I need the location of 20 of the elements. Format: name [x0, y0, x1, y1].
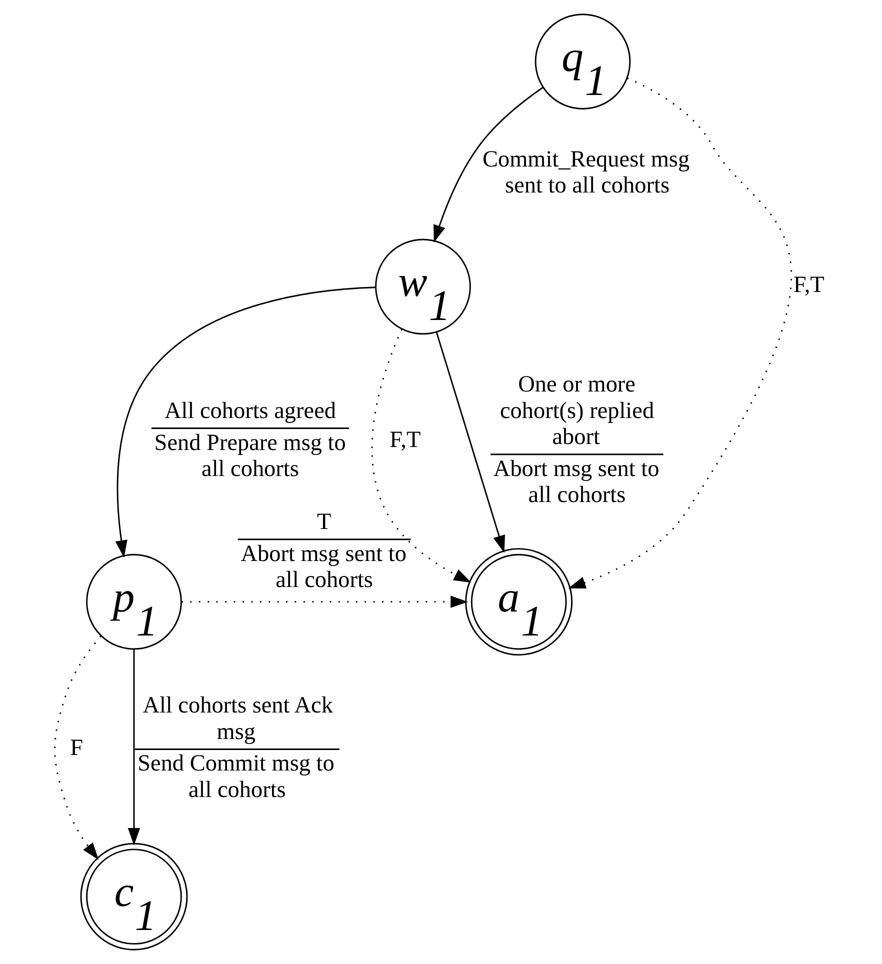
- edge-label: F: [70, 734, 83, 761]
- edge-label: Abort msg sent to all cohorts: [492, 456, 659, 508]
- edge-label: Send Commit msg to all cohorts: [137, 750, 334, 803]
- edge-label: One or more cohort(s) replied abort: [499, 372, 654, 450]
- arrow: [433, 86, 543, 243]
- edge-label: F,T: [389, 426, 420, 453]
- edge-label: F,T: [792, 272, 824, 298]
- edge-label: Commit_Request msg sent to all cohorts: [482, 146, 690, 199]
- arrow: [181, 596, 468, 608]
- arrow: [127, 650, 140, 846]
- arrow: [114, 286, 375, 558]
- edge-label: All cohorts agreed: [164, 398, 336, 424]
- edge-label: Send Prepare msg to all cohorts: [154, 430, 346, 482]
- edge-label: T: [316, 508, 331, 535]
- edge-label: All cohorts sent Ack msg: [142, 692, 332, 745]
- edge-label: Abort msg sent to all cohorts: [240, 540, 406, 593]
- arrow: [568, 78, 792, 589]
- arrow: [370, 328, 471, 583]
- arrow: [435, 332, 504, 553]
- arrow: [54, 636, 101, 860]
